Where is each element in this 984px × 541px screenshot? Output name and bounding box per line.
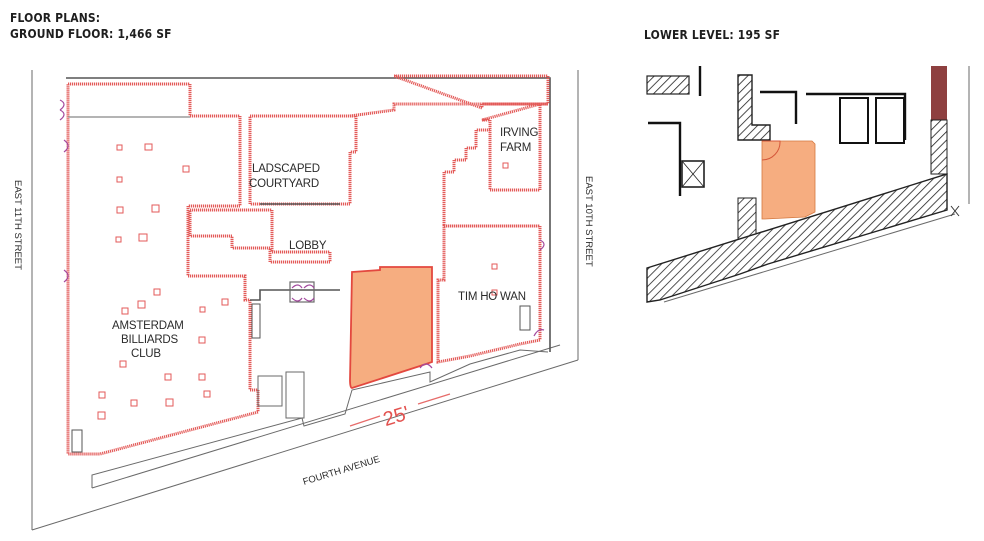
east-11th-street-label: EAST 11TH STREET [12, 180, 23, 270]
courtyard-label-2: COURTYARD [249, 178, 319, 190]
west-partition-wall [648, 121, 682, 196]
stair-icon [251, 303, 261, 339]
available-ground-floor-space[interactable] [349, 266, 433, 389]
building-outline-front [91, 349, 549, 488]
irving-farm-label-2: FARM [500, 142, 531, 154]
building-outline-top [66, 77, 551, 352]
upper-left-stair [646, 75, 690, 95]
east-door-icon [539, 239, 545, 251]
space-entry-door-icon [419, 363, 433, 369]
lobby-label: LOBBY [289, 240, 327, 252]
dimension-line-left [349, 415, 381, 427]
tim-ho-wan-walls [436, 224, 542, 364]
fourth-avenue-curb-line [31, 359, 579, 531]
billiards-label-3: CLUB [131, 348, 161, 360]
restroom-block [681, 160, 705, 188]
east-10th-street-label: EAST 10TH STREET [583, 176, 594, 267]
billiards-label-1: AMSTERDAM [112, 320, 184, 332]
lobby-inner-walls [188, 208, 332, 264]
lower-dimension-line [663, 213, 956, 303]
foundation-wall [646, 173, 948, 303]
courtyard-label-1: LADSCAPED [252, 163, 320, 175]
lower-level-heading: LOWER LEVEL: 195 SF [644, 27, 781, 42]
frontage-dimension: 25' [381, 402, 412, 431]
room-2 [875, 97, 905, 144]
tim-ho-wan-door-icon [533, 329, 545, 337]
column-grid [97, 143, 509, 420]
ground-floor-heading: FLOOR PLANS: GROUND FLOOR: 1,466 SF [10, 10, 172, 42]
dimension-tick [950, 205, 960, 217]
ground-floor-area: GROUND FLOOR: 1,466 SF [10, 26, 172, 41]
accent-wall [931, 66, 947, 120]
right-rooms-top-wall [806, 92, 907, 140]
west-door-2-icon [63, 139, 69, 153]
fourth-avenue-label: FOURTH AVENUE [302, 454, 382, 488]
landscaped-courtyard-walls [248, 114, 358, 206]
service-corridor-walls [393, 74, 550, 111]
west-door-icon [59, 99, 65, 121]
southwest-stair-icon [71, 429, 83, 453]
dimension-line-right [417, 393, 451, 405]
lobby-vestibule [289, 281, 315, 303]
fourth-avenue-building-line [91, 344, 561, 489]
lobby-south-wall [250, 289, 340, 301]
irving-farm-label-1: IRVING [500, 127, 538, 139]
lower-level-plan [646, 66, 970, 303]
floor-plans-title: FLOOR PLANS: [10, 10, 101, 25]
irving-farm-walls [481, 102, 542, 192]
tim-ho-wan-stair-icon [519, 305, 531, 331]
ground-floor-plan: 25' LADSCAPED COURTYARD IRVING FARM LOBB… [12, 70, 594, 531]
room-1 [839, 97, 869, 144]
east-wall-hatch [930, 119, 948, 175]
billiards-label-2: BILLIARDS [121, 334, 179, 346]
central-stair [737, 74, 771, 141]
lower-space-door-icon [761, 140, 781, 161]
courtyard-north-wall [349, 102, 548, 118]
amsterdam-billiards-club-walls [66, 82, 260, 456]
tim-ho-wan-label: TIM HO WAN [458, 291, 526, 303]
entry-vestibule [257, 375, 283, 407]
entry-stair [285, 371, 305, 419]
lobby-door-icon [291, 284, 315, 302]
available-lower-level-space[interactable] [761, 140, 816, 220]
west-door-3-icon [63, 269, 69, 283]
stepped-partition [442, 128, 540, 228]
